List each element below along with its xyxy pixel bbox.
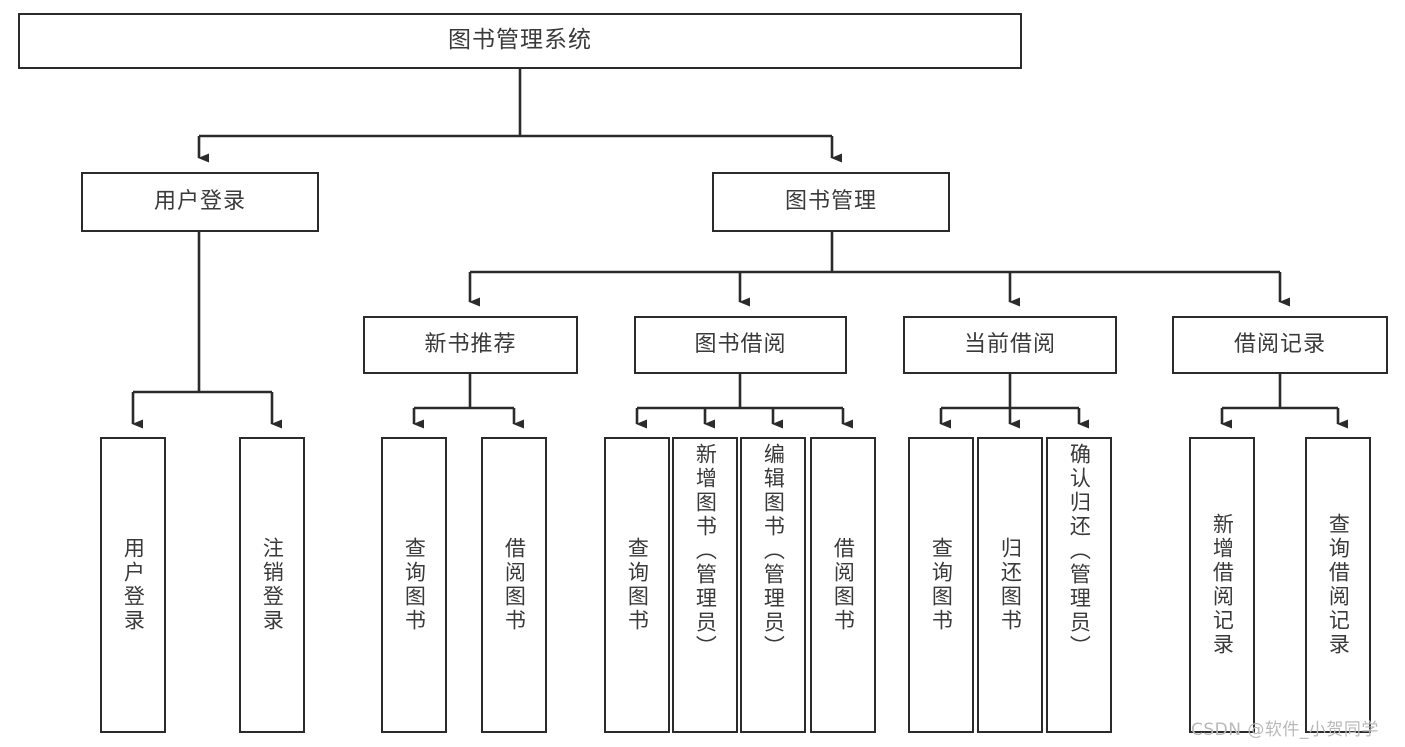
csdn-watermark: CSDN @软件_小贺同学	[1191, 720, 1379, 740]
leaf-edit-book-admin[interactable]: 编辑图书（管理员）	[740, 437, 806, 733]
node-user-login[interactable]: 用户登录	[81, 172, 319, 232]
leaf-query-borrow-record[interactable]: 查询借阅记录	[1305, 437, 1371, 733]
leaf-confirm-return-admin[interactable]: 确认归还（管理员）	[1046, 437, 1112, 733]
node-book-borrow[interactable]: 图书借阅	[634, 316, 847, 374]
leaf-query-book-recommend[interactable]: 查询图书	[381, 437, 447, 733]
node-book-management[interactable]: 图书管理	[712, 172, 950, 232]
leaf-add-borrow-record[interactable]: 新增借阅记录	[1189, 437, 1255, 733]
leaf-borrow-book[interactable]: 借阅图书	[810, 437, 876, 733]
node-root-system[interactable]: 图书管理系统	[18, 13, 1022, 69]
leaf-query-book-current[interactable]: 查询图书	[908, 437, 974, 733]
leaf-query-book-borrow[interactable]: 查询图书	[604, 437, 670, 733]
node-current-borrow[interactable]: 当前借阅	[903, 316, 1117, 374]
node-borrow-records[interactable]: 借阅记录	[1172, 316, 1388, 374]
leaf-borrow-book-recommend[interactable]: 借阅图书	[481, 437, 547, 733]
leaf-add-book-admin[interactable]: 新增图书（管理员）	[672, 437, 738, 733]
leaf-user-login[interactable]: 用户登录	[100, 437, 166, 733]
node-new-book-recommend[interactable]: 新书推荐	[363, 316, 578, 374]
leaf-user-logout[interactable]: 注销登录	[239, 437, 305, 733]
leaf-return-book[interactable]: 归还图书	[977, 437, 1043, 733]
